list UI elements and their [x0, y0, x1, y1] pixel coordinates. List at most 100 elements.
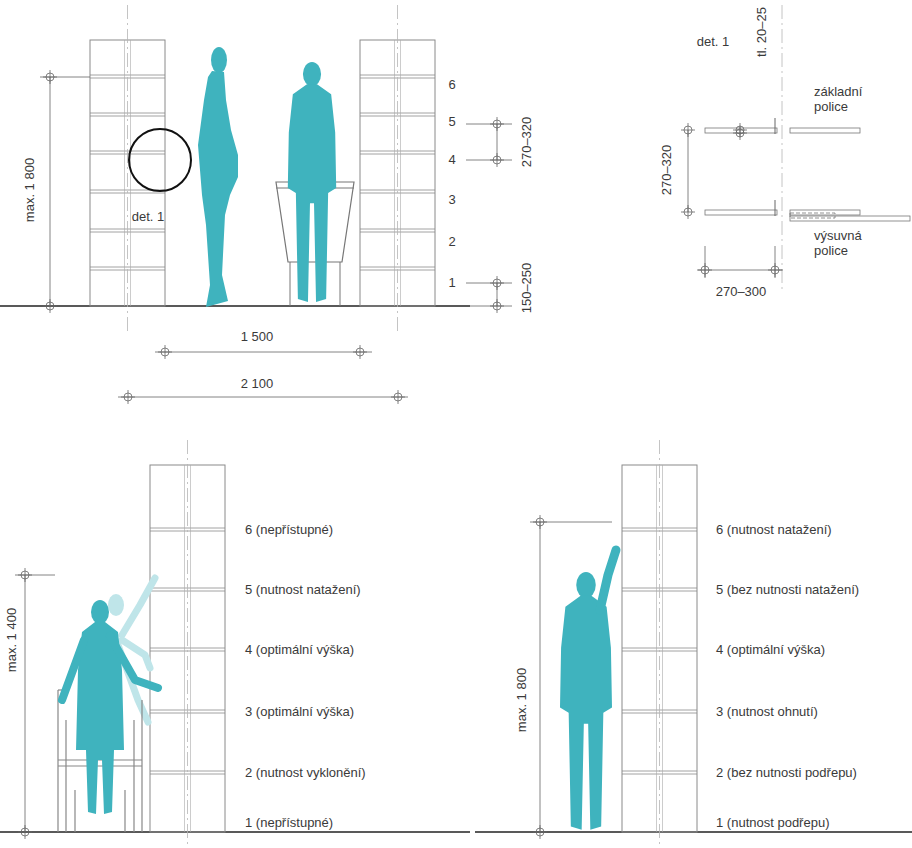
dimension-tick: [165, 345, 166, 359]
detail-circle: [129, 129, 191, 191]
axis-line: [127, 5, 128, 335]
person-ghost: [108, 594, 124, 616]
shelf-label: 6 (nepřístupné): [245, 523, 333, 538]
dimension-line: [50, 77, 51, 306]
shelf-label: 1 (nepřístupné): [245, 816, 333, 831]
bin: [290, 262, 291, 306]
shelf-label: 5 (bez nutnosti natažení): [716, 583, 859, 598]
dimension-tick: [497, 117, 498, 131]
shelf-board: [360, 190, 435, 191]
person-arm: [122, 578, 155, 635]
shelf-label: 4 (optimální výška): [716, 643, 825, 658]
dimension-line: [40, 77, 90, 78]
wheelchair: [124, 790, 125, 832]
shelf-label: 2: [448, 235, 455, 250]
person-head: [576, 572, 596, 598]
person-arm: [110, 636, 158, 688]
dimension-line: [155, 352, 372, 353]
axis-line: [659, 440, 660, 848]
dimension-line: [118, 397, 408, 398]
shelf-label: 3 (optimální výška): [245, 705, 354, 720]
person-figure: [560, 596, 612, 830]
shelf-label: 2 (bez nutnosti podřepu): [716, 766, 857, 781]
shelf-label: 4 (optimální výška): [245, 643, 354, 658]
shelf-label: 4: [448, 153, 455, 168]
dimension-tick: [497, 153, 498, 167]
shelf-label: 6 (nutnost natažení): [716, 523, 832, 538]
person-head: [211, 47, 227, 73]
dimension-tick: [775, 263, 776, 277]
dimension-tick: [705, 263, 706, 277]
shelf-board: [622, 774, 697, 775]
shelf-stop: [775, 200, 776, 216]
wheelchair: [58, 765, 142, 766]
person-figure: [198, 71, 238, 307]
shelf-stop: [775, 118, 776, 134]
person-arm: [62, 640, 84, 700]
dimension-line: [697, 270, 783, 271]
shelf-label: 2 100: [241, 377, 274, 392]
shelf-label: 6: [448, 78, 455, 93]
shelf-board: [150, 528, 225, 529]
dimension-text: 270–320: [660, 145, 675, 196]
wheelchair: [65, 720, 66, 832]
shelf-partition: [184, 465, 185, 832]
wheelchair: [74, 790, 75, 832]
dimension-line: [775, 246, 776, 278]
shelf-label: 2 (nutnost vyklonění): [245, 766, 366, 781]
shelf-label: základní police: [814, 85, 876, 115]
dimension-line: [466, 283, 512, 284]
dimension-tick: [540, 825, 541, 839]
shelf-label: 5: [448, 115, 455, 130]
shelf-board: [90, 267, 165, 268]
person-head: [91, 600, 109, 624]
shelf-label: 1 (nutnost podřepu): [716, 816, 829, 831]
dimension-line: [25, 575, 26, 832]
axis-line: [187, 440, 188, 848]
shelf-partition: [656, 465, 657, 832]
dimension-line: [705, 246, 706, 278]
shelf-label: 1: [448, 276, 455, 291]
dimension-tick: [360, 345, 361, 359]
dimension-line: [466, 124, 512, 125]
dimension-text: 150–250: [520, 263, 535, 314]
dimension-line: [530, 522, 612, 523]
shelf-board: [150, 648, 225, 649]
shelf-label: 1 500: [241, 330, 274, 345]
shelf-label: det. 1: [697, 35, 730, 50]
shelf-partition: [400, 40, 401, 306]
dimension-line: [15, 575, 55, 576]
dimension-text: max. 1 800: [23, 158, 38, 222]
shelf-label: výsuvná police: [814, 229, 876, 259]
shelf-label: 3 (nutnost ohnutí): [716, 705, 818, 720]
person-arm: [600, 550, 616, 610]
shelf-partition: [190, 465, 191, 832]
person-figure: [288, 84, 336, 302]
shelf-label: det. 1: [132, 210, 165, 225]
axis-line: [782, 5, 783, 290]
person-head: [303, 62, 321, 86]
shelf-board: [790, 216, 910, 221]
shelf-board: [360, 267, 435, 268]
axis-line: [397, 5, 398, 335]
dimension-tick: [398, 390, 399, 404]
shelf-label: 3: [448, 193, 455, 208]
shelf-board: [790, 213, 835, 218]
dimension-tick: [128, 390, 129, 404]
shelf-board: [150, 774, 225, 775]
dimension-line: [470, 306, 512, 307]
shelf-board: [622, 528, 697, 529]
bin: [340, 262, 341, 306]
dimension-tick: [497, 276, 498, 290]
dimension-text: 270–320: [520, 117, 535, 168]
dimension-line: [688, 130, 689, 212]
dimension-text: tl. 20–25: [755, 7, 770, 57]
shelf-board: [90, 116, 165, 117]
shelf-board: [622, 648, 697, 649]
shelf-partition: [124, 40, 125, 306]
dimension-tick: [688, 123, 689, 137]
shelf-label: 270–300: [716, 285, 767, 300]
shelf-partition: [662, 465, 663, 832]
dimension-text: max. 1 400: [5, 608, 20, 672]
